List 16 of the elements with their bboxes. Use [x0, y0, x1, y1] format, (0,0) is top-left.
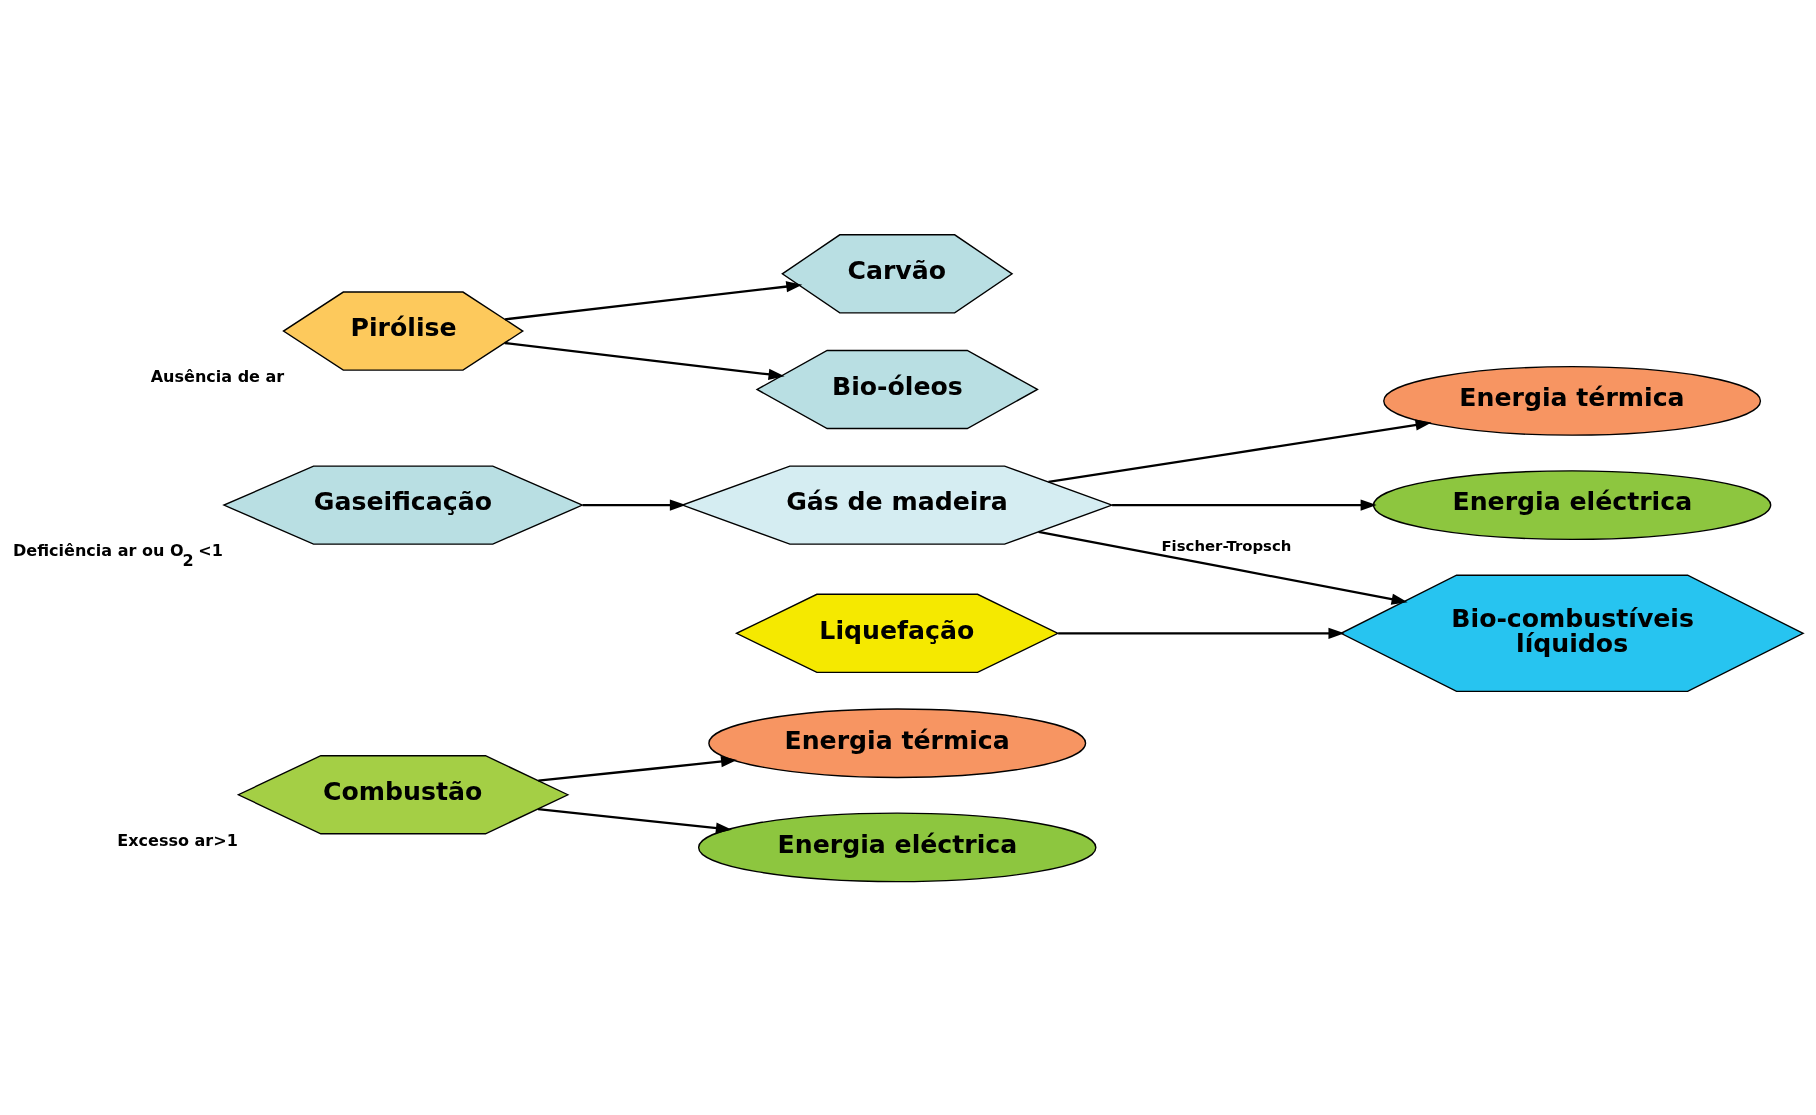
node-ellipse: Energia térmica: [1383, 365, 1762, 436]
arrow: [1112, 498, 1377, 511]
node-ellipse: Energia térmica: [708, 707, 1087, 778]
node-ellipse: Energia eléctrica: [1372, 469, 1772, 540]
arrow: [538, 755, 738, 782]
arrow: [1038, 530, 1408, 605]
arrow: [504, 280, 803, 320]
arrow: [504, 341, 785, 380]
arrow: [1048, 418, 1432, 483]
edge-label: Fischer-Tropsch: [1161, 536, 1292, 555]
arrow: [537, 807, 732, 834]
node-label: Ausência de ar: [150, 366, 285, 386]
node-ellipse: Energia eléctrica: [697, 812, 1097, 882]
node-label: Excesso ar>1: [117, 830, 238, 850]
arrow: [582, 498, 686, 511]
arrow: [1058, 627, 1345, 639]
